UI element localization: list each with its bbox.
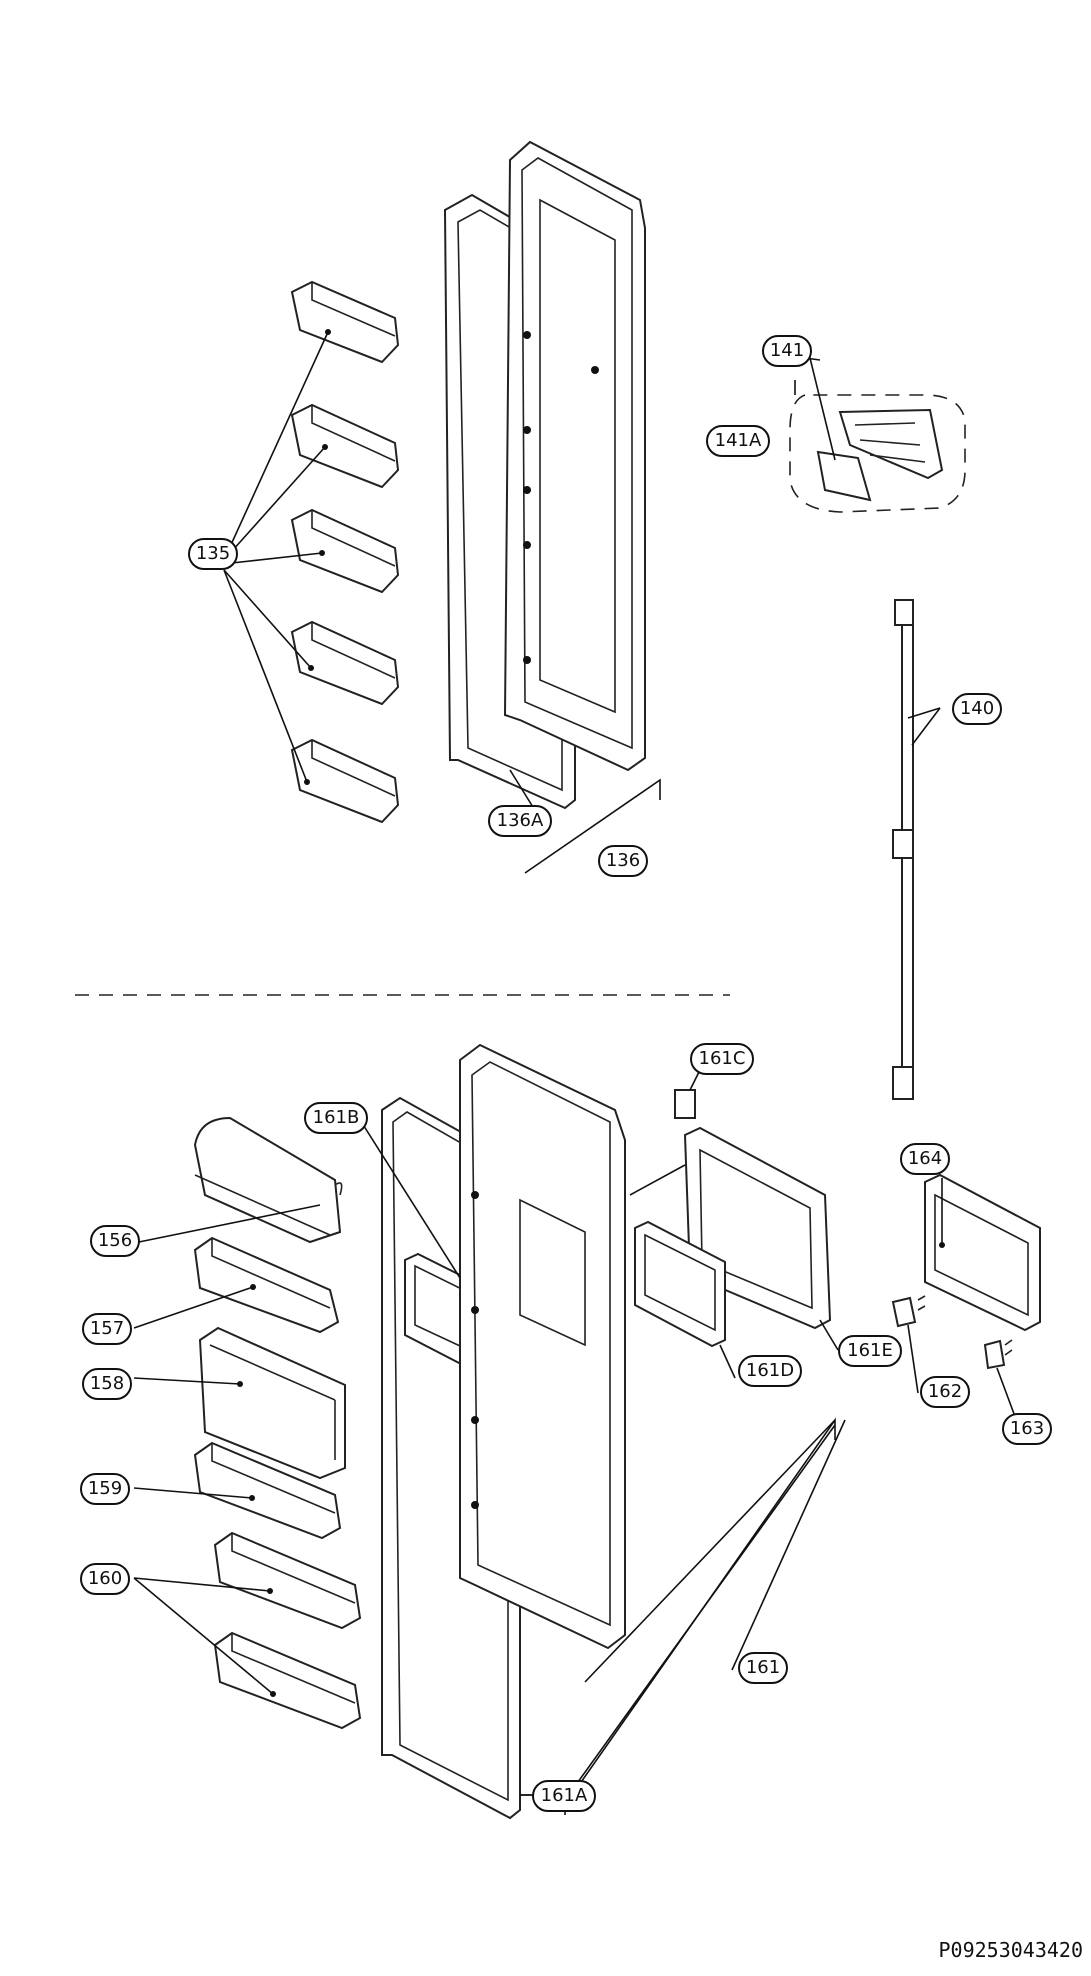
callout-label: 157 — [89, 1318, 125, 1339]
callout-136A: 136A — [488, 805, 552, 837]
callout-161A: 161A — [532, 1780, 596, 1812]
switch-161C — [674, 1089, 696, 1119]
callout-159: 159 — [80, 1473, 130, 1505]
bin-156 — [193, 1116, 343, 1244]
callout-140: 140 — [952, 693, 1002, 725]
callout-label: 161B — [312, 1107, 360, 1128]
callout-label: 160 — [87, 1568, 123, 1589]
callout-label: 136 — [605, 850, 641, 871]
callout-label: 161A — [540, 1785, 588, 1806]
bin-160 — [213, 1531, 362, 1630]
dispenser-panel-161D — [634, 1220, 726, 1348]
callout-label: 161D — [745, 1360, 795, 1381]
callout-label: 163 — [1009, 1418, 1045, 1439]
part-number: P09253043420 — [938, 1938, 1084, 1962]
callout-label: 141A — [714, 430, 762, 451]
callout-162: 162 — [920, 1376, 970, 1408]
callout-label: 135 — [195, 543, 231, 564]
bin-159 — [193, 1441, 342, 1540]
callout-label: 136A — [496, 810, 544, 831]
callout-161: 161 — [738, 1652, 788, 1684]
callout-156: 156 — [90, 1225, 140, 1257]
callout-label: 141 — [769, 340, 805, 361]
callout-157: 157 — [82, 1313, 132, 1345]
hinge-162 — [891, 1295, 926, 1328]
callout-label: 161C — [698, 1048, 746, 1069]
door-shelf — [290, 403, 400, 489]
callout-label: 159 — [87, 1478, 123, 1499]
water-tank-141 — [789, 394, 966, 513]
callout-163: 163 — [1002, 1413, 1052, 1445]
door-shelf — [290, 280, 400, 364]
callout-160: 160 — [80, 1563, 130, 1595]
callout-161E: 161E — [838, 1335, 902, 1367]
callout-label: 161E — [847, 1340, 893, 1361]
callout-158: 158 — [82, 1368, 132, 1400]
callout-label: 164 — [907, 1148, 943, 1169]
callout-141A: 141A — [706, 425, 770, 457]
hinge-163 — [983, 1339, 1013, 1370]
callout-161B: 161B — [304, 1102, 368, 1134]
door-handle-140 — [892, 599, 914, 1100]
bin-158 — [198, 1326, 346, 1480]
callout-135: 135 — [188, 538, 238, 570]
callout-label: 158 — [89, 1373, 125, 1394]
callout-label: 161 — [745, 1657, 781, 1678]
door-shelf-135-group — [290, 280, 400, 824]
callout-141: 141 — [762, 335, 812, 367]
bin-157 — [193, 1236, 340, 1334]
callout-161C: 161C — [690, 1043, 754, 1075]
callout-label: 140 — [959, 698, 995, 719]
door-bins-lower — [193, 1116, 362, 1730]
callout-161D: 161D — [738, 1355, 802, 1387]
door-liner-136 — [503, 140, 646, 772]
callout-label: 156 — [97, 1230, 133, 1251]
door-liner-161 — [459, 1043, 626, 1650]
callout-136: 136 — [598, 845, 648, 877]
callout-label: 162 — [927, 1381, 963, 1402]
bin-160 — [213, 1631, 362, 1730]
callout-164: 164 — [900, 1143, 950, 1175]
